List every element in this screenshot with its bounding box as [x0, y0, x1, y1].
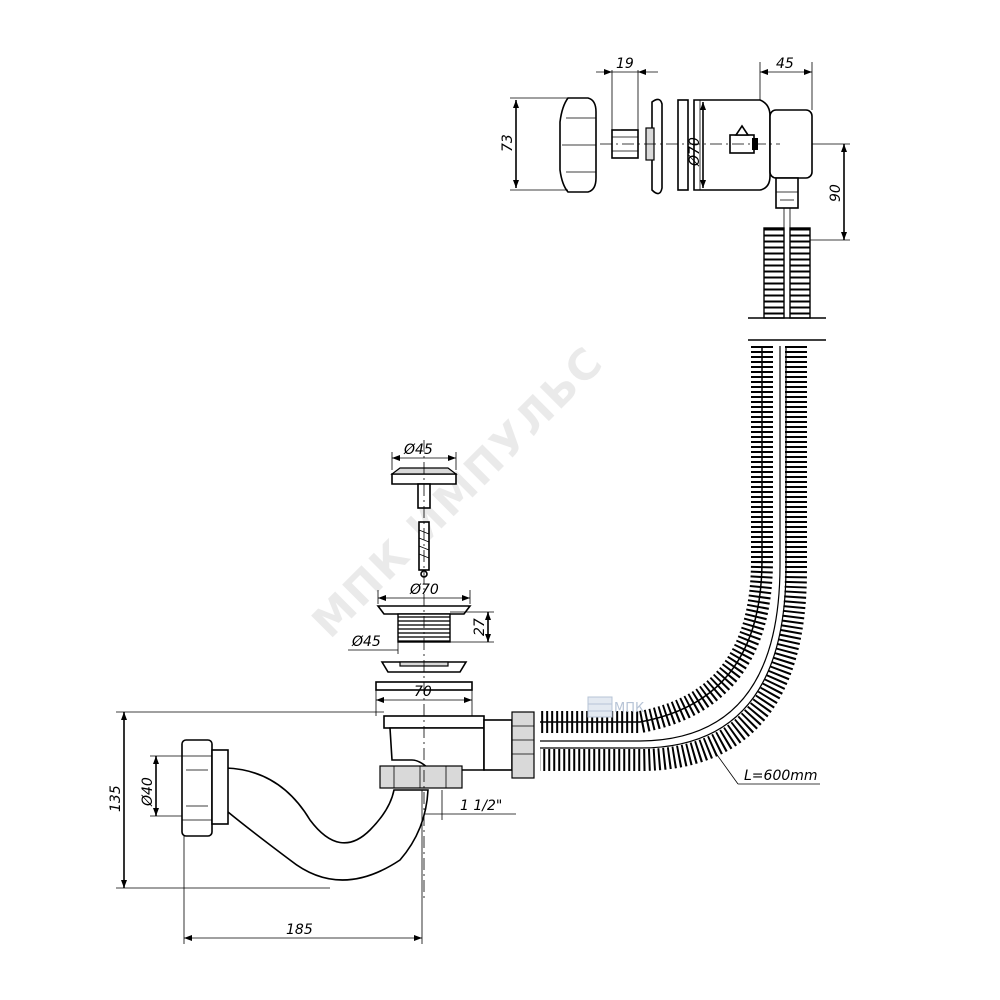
body-width-70-label: 70: [414, 684, 432, 700]
screw-width-label: 19: [616, 56, 634, 72]
siphon-trap: Ø40: [140, 739, 429, 881]
watermark: МПК ИМПУЛЬС: [302, 337, 612, 647]
overall-dimensions: 135 185: [108, 440, 425, 944]
logo: МПК: [587, 696, 644, 718]
overflow-hose-top: [748, 208, 826, 319]
body-diameter-label: Ø70: [687, 137, 703, 167]
siphon-height-label: 135: [108, 785, 124, 812]
overflow-cap: [510, 97, 597, 193]
plug-diameter-label: Ø45: [403, 442, 433, 458]
hose-length-label: L=600mm: [744, 768, 818, 784]
watermark-text: МПК ИМПУЛЬС: [302, 337, 612, 647]
outlet-height-label: 90: [828, 184, 844, 202]
outlet-diameter-label: Ø40: [140, 777, 156, 807]
logo-text: МПК: [614, 701, 644, 716]
overflow-body: [600, 62, 850, 241]
siphon-length-label: 185: [286, 922, 313, 938]
overflow-gasket: [645, 98, 689, 195]
overflow-assembly: [510, 62, 850, 319]
outlet-thread-label: 1 1/2": [460, 798, 502, 814]
overflow-hose: L=600mm: [540, 339, 826, 785]
body-width-label: 45: [776, 56, 794, 72]
thread-diameter-label: Ø45: [351, 634, 381, 650]
cap-height-label: 73: [500, 134, 516, 152]
thread-height-label: 27: [472, 618, 488, 636]
